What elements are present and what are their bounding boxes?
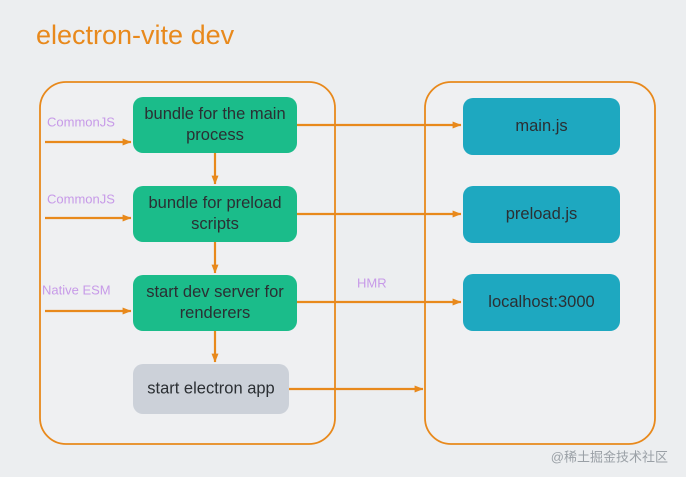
node-label-start-electron: start electron app <box>147 379 275 397</box>
node-label-preload-js: preload.js <box>506 205 578 223</box>
node-label-main-js: main.js <box>515 117 567 135</box>
page-title: electron-vite dev <box>36 20 235 50</box>
node-label-bundle-main: process <box>186 126 244 144</box>
node-box-preload-js <box>463 186 620 243</box>
build-group <box>39 81 336 445</box>
edge-label-native-esm: Native ESM <box>42 282 111 297</box>
node-label-bundle-preload: bundle for preload <box>148 194 281 212</box>
node-label-localhost: localhost:3000 <box>488 293 594 311</box>
node-box-dev-server <box>133 275 297 331</box>
output-group <box>424 81 656 445</box>
edges <box>45 121 462 393</box>
node-box-main-js <box>463 98 620 155</box>
node-dev-server: start dev server for renderers <box>133 275 297 331</box>
node-start-electron: start electron app <box>133 364 289 414</box>
node-label-dev-server: start dev server for <box>146 283 284 301</box>
node-label-bundle-main: bundle for the main <box>144 105 285 123</box>
node-preload-js: preload.js <box>463 186 620 243</box>
node-bundle-main: bundle for the main process <box>133 97 297 153</box>
node-label-dev-server: renderers <box>180 304 251 322</box>
node-box-localhost <box>463 274 620 331</box>
group-containers <box>39 81 656 445</box>
edge-label-commonjs-main: CommonJS <box>47 114 115 129</box>
node-box-bundle-preload <box>133 186 297 242</box>
edge-labels: CommonJS CommonJS Native ESM HMR <box>42 114 387 297</box>
node-box-bundle-main <box>133 97 297 153</box>
node-main-js: main.js <box>463 98 620 155</box>
nodes: bundle for the main process bundle for pre… <box>133 97 620 414</box>
node-box-start-electron <box>133 364 289 414</box>
edge-label-commonjs-preload: CommonJS <box>47 191 115 206</box>
edge-label-hmr: HMR <box>357 275 387 290</box>
node-label-bundle-preload: scripts <box>191 215 239 233</box>
node-bundle-preload: bundle for preload scripts <box>133 186 297 242</box>
watermark: @稀土掘金技术社区 <box>551 449 668 464</box>
node-localhost: localhost:3000 <box>463 274 620 331</box>
